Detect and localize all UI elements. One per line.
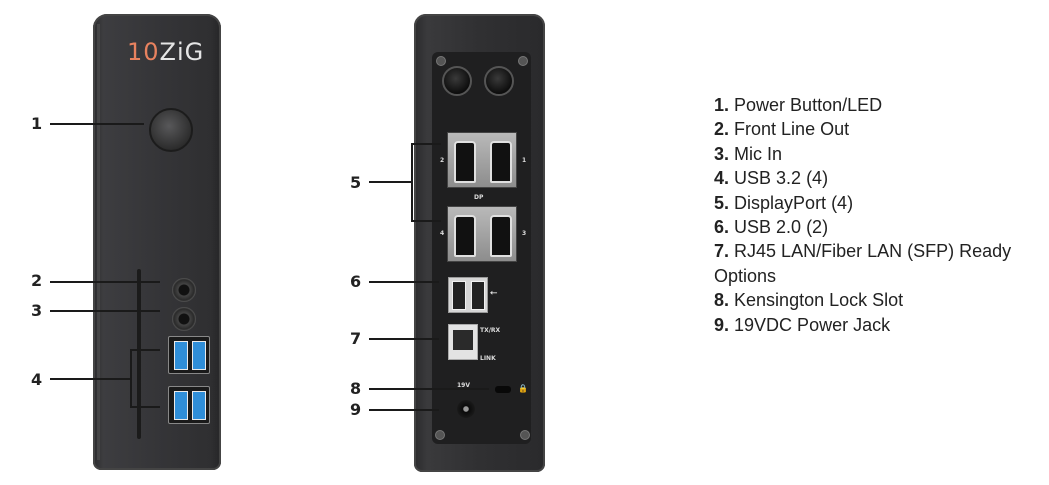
legend-item-6: 6. USB 2.0 (2) bbox=[714, 215, 1044, 239]
displayport-pair-top bbox=[447, 132, 517, 188]
legend-label: USB 3.2 (4) bbox=[734, 168, 829, 189]
usb-port bbox=[192, 341, 206, 370]
leader-bracket-4-top bbox=[130, 349, 160, 351]
legend-label: 19VDC Power Jack bbox=[734, 314, 891, 335]
callout-number-7: 7 bbox=[350, 329, 362, 348]
dp-label: DP bbox=[474, 194, 484, 201]
legend-number: 2. bbox=[714, 119, 730, 140]
usb-port bbox=[174, 341, 188, 370]
link-label: LINK bbox=[480, 355, 496, 362]
legend-number: 4. bbox=[714, 168, 730, 189]
legend-label: DisplayPort (4) bbox=[734, 192, 854, 213]
displayport-pair-bottom bbox=[447, 206, 517, 262]
usb-port bbox=[471, 281, 485, 310]
power-button bbox=[149, 108, 193, 152]
usb-icon: ⭠ bbox=[490, 288, 498, 298]
legend-number: 8. bbox=[714, 290, 730, 311]
callout-number-9: 9 bbox=[350, 400, 362, 419]
usb-3-2-pair-bottom bbox=[168, 386, 210, 424]
legend-item-2: 2. Front Line Out bbox=[714, 117, 1044, 141]
displayport bbox=[454, 215, 476, 257]
usb-port bbox=[174, 391, 188, 420]
leader-line-5 bbox=[369, 181, 412, 183]
screw-icon bbox=[436, 56, 446, 66]
kensington-lock-slot bbox=[495, 386, 511, 393]
lock-icon: 🔒 bbox=[518, 384, 528, 393]
dp-label-1: 1 bbox=[522, 157, 527, 164]
front-view-device: 10ZiG bbox=[93, 14, 221, 470]
legend-label: Kensington Lock Slot bbox=[734, 290, 904, 311]
rear-io-panel: 2 1 DP 4 3 ⭠ TX/RX LINK 19V 🔒 bbox=[432, 52, 531, 444]
legend-label: RJ45 LAN/Fiber LAN (SFP) Ready Options bbox=[714, 241, 1012, 286]
antenna-knob bbox=[484, 66, 514, 96]
leader-line-8 bbox=[369, 388, 489, 390]
voltage-label: 19V bbox=[457, 382, 470, 389]
legend-item-5: 5. DisplayPort (4) bbox=[714, 191, 1044, 215]
callout-number-1: 1 bbox=[31, 114, 43, 133]
dp-label-3: 3 bbox=[522, 230, 527, 237]
legend-number: 5. bbox=[714, 192, 730, 213]
leader-line-4 bbox=[50, 378, 130, 380]
legend-label: Mic In bbox=[734, 143, 783, 164]
leader-bracket-4 bbox=[130, 349, 132, 408]
callout-number-5: 5 bbox=[350, 173, 362, 192]
rj45-socket bbox=[453, 330, 473, 350]
screw-icon bbox=[520, 430, 530, 440]
leader-line-3 bbox=[50, 310, 160, 312]
screw-icon bbox=[435, 430, 445, 440]
leader-bracket-4-bottom bbox=[130, 406, 160, 408]
leader-bracket-5-top bbox=[411, 143, 441, 145]
rear-view-device: 2 1 DP 4 3 ⭠ TX/RX LINK 19V 🔒 bbox=[414, 14, 545, 472]
txrx-label: TX/RX bbox=[480, 327, 501, 334]
leader-bracket-5 bbox=[411, 143, 413, 221]
callout-number-4: 4 bbox=[31, 370, 43, 389]
callout-number-8: 8 bbox=[350, 379, 362, 398]
antenna-knob bbox=[442, 66, 472, 96]
dp-label-2: 2 bbox=[440, 157, 445, 164]
legend-item-3: 3. Mic In bbox=[714, 142, 1044, 166]
displayport bbox=[454, 141, 476, 183]
leader-line-2 bbox=[50, 281, 160, 283]
leader-bracket-5-bottom bbox=[411, 220, 441, 222]
legend-item-4: 4. USB 3.2 (4) bbox=[714, 166, 1044, 190]
legend-item-8: 8. Kensington Lock Slot bbox=[714, 288, 1044, 312]
legend-item-1: 1. Power Button/LED bbox=[714, 93, 1044, 117]
legend-number: 9. bbox=[714, 314, 730, 335]
line-out-jack bbox=[172, 278, 196, 302]
brand-logo: 10ZiG bbox=[127, 38, 204, 66]
front-edge-highlight bbox=[97, 24, 100, 460]
usb-port bbox=[452, 281, 466, 310]
legend-number: 3. bbox=[714, 143, 730, 164]
callout-number-2: 2 bbox=[31, 271, 43, 290]
legend-label: USB 2.0 (2) bbox=[734, 217, 829, 238]
displayport bbox=[490, 215, 512, 257]
leader-line-6 bbox=[369, 281, 439, 283]
logo-text: ZiG bbox=[159, 38, 205, 66]
logo-number: 10 bbox=[127, 38, 160, 66]
dp-label-4: 4 bbox=[440, 230, 445, 237]
mic-in-jack bbox=[172, 307, 196, 331]
legend-number: 7. bbox=[714, 241, 730, 262]
legend-item-9: 9. 19VDC Power Jack bbox=[714, 313, 1044, 337]
power-jack bbox=[457, 400, 475, 418]
callout-number-3: 3 bbox=[31, 301, 43, 320]
legend-number: 1. bbox=[714, 95, 730, 115]
usb-3-2-pair-top bbox=[168, 336, 210, 374]
displayport bbox=[490, 141, 512, 183]
leader-line-7 bbox=[369, 338, 439, 340]
usb-port bbox=[192, 391, 206, 420]
front-vent-slot bbox=[137, 269, 141, 439]
legend-label: Power Button/LED bbox=[734, 95, 883, 115]
legend-label: Front Line Out bbox=[734, 119, 850, 140]
usb-2-0-pair bbox=[448, 277, 488, 313]
legend-item-7: 7. RJ45 LAN/Fiber LAN (SFP) Ready Option… bbox=[714, 239, 1019, 288]
rj45-port bbox=[448, 324, 478, 360]
callout-number-6: 6 bbox=[350, 272, 362, 291]
ports-legend: 1. Power Button/LED 2. Front Line Out 3.… bbox=[714, 93, 1044, 337]
leader-line-1 bbox=[50, 123, 144, 125]
legend-number: 6. bbox=[714, 217, 730, 238]
screw-icon bbox=[518, 56, 528, 66]
leader-line-9 bbox=[369, 409, 439, 411]
